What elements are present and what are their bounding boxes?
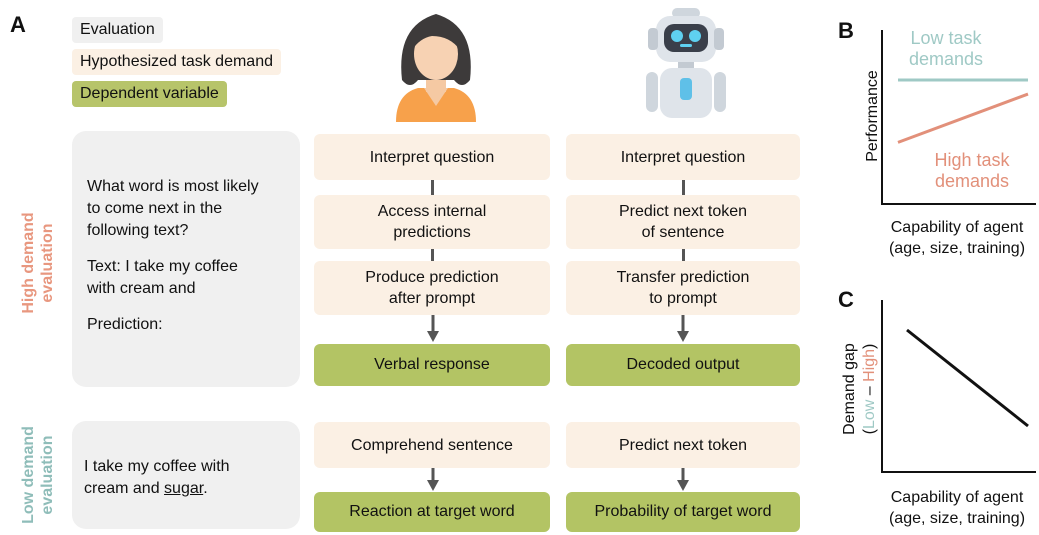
model-output-decoded: Decoded output [566, 344, 800, 386]
high-demand-prompt-box [72, 131, 300, 387]
prompt-line: to come next in the [87, 200, 223, 217]
high-demand-label-line2: evaluation [39, 223, 56, 303]
human-output-reaction: Reaction at target word [314, 492, 550, 532]
arrow-down-icon [677, 315, 689, 342]
prompt-line-prefix: cream and [84, 480, 165, 497]
panel-b-xlabel-line2: (age, size, training) [888, 240, 1026, 257]
low-demand-label-line2: evaluation [39, 435, 56, 515]
panel-c-ylabel-sub: (Low – High) [861, 343, 878, 435]
panel-b-letter: B [838, 18, 854, 43]
panel-c-ylabel-high: High [861, 348, 878, 382]
panel-c-xlabel: Capability of agent (age, size, training… [874, 487, 1039, 529]
model-output-probability: Probability of target word [566, 492, 800, 532]
model-step-predict-token: Predict next token [566, 422, 800, 468]
woman-avatar-icon [396, 14, 476, 122]
connector [682, 249, 685, 261]
prompt-line: Text: I take my coffee [87, 258, 238, 275]
prompt-line: Prediction: [87, 316, 163, 333]
human-output-verbal: Verbal response [314, 344, 550, 386]
prompt-line: with cream and [87, 280, 196, 297]
high-demand-series-label-line1: High task [934, 150, 1010, 170]
low-demand-series-label: Low task demands [886, 28, 1006, 70]
demand-gap-line [906, 328, 1029, 428]
panel-c-ylabel-low: Low [861, 399, 878, 430]
high-demand-label: High demand evaluation [19, 203, 57, 323]
panel-b-chart [881, 30, 1036, 205]
panel-c-xlabel-line1: Capability of agent [890, 489, 1024, 506]
arrow-down-icon [427, 468, 439, 491]
low-demand-label: Low demand evaluation [19, 415, 57, 535]
human-step-interpret: Interpret question [314, 134, 550, 180]
prompt-line: following text? [87, 222, 189, 239]
human-step-comprehend: Comprehend sentence [314, 422, 550, 468]
connector [431, 249, 434, 261]
arrow-down-icon [677, 468, 689, 491]
low-demand-series-label-line1: Low task [910, 28, 982, 48]
prompt-line: I take my coffee with [84, 458, 230, 475]
prompt-line: cream and sugar. [84, 478, 294, 500]
panel-c-chart [881, 300, 1036, 473]
low-demand-series-label-line2: demands [908, 49, 984, 69]
panel-c-ylabel-main: Demand gap [841, 343, 858, 435]
connector [431, 180, 434, 195]
panel-c-xlabel-line2: (age, size, training) [888, 510, 1026, 527]
high-demand-line [897, 92, 1029, 144]
model-step-predict: Predict next token of sentence [566, 195, 800, 249]
panel-c-ylabel: Demand gap (Low – High) [840, 314, 882, 464]
target-word: sugar [164, 480, 204, 497]
panel-b-xlabel: Capability of agent (age, size, training… [874, 217, 1039, 259]
legend-dependent-variable: Dependent variable [72, 81, 227, 107]
low-demand-prompt-box [72, 421, 300, 529]
high-demand-series-label-line2: demands [934, 171, 1010, 191]
arrow-down-icon [427, 315, 439, 342]
prompt-line-suffix: . [203, 480, 208, 497]
legend-task-demand: Hypothesized task demand [72, 49, 281, 75]
panel-c-ylabel-dash: – [861, 381, 878, 400]
low-demand-prompt-text: I take my coffee with cream and sugar. [84, 456, 294, 500]
robot-icon [646, 8, 726, 118]
model-step-transfer: Transfer prediction to prompt [566, 261, 800, 315]
high-demand-label-line1: High demand [20, 212, 37, 314]
panel-a-letter: A [10, 12, 26, 37]
panel-c-letter: C [838, 287, 854, 312]
prompt-line: What word is most likely [87, 178, 259, 195]
high-demand-prompt-text: What word is most likely to come next in… [87, 176, 297, 336]
human-step-produce: Produce prediction after prompt [314, 261, 550, 315]
low-demand-label-line1: Low demand [20, 426, 37, 524]
high-demand-series-label: High task demands [912, 150, 1032, 192]
legend-evaluation: Evaluation [72, 17, 163, 43]
connector [682, 180, 685, 195]
model-step-interpret: Interpret question [566, 134, 800, 180]
human-step-access: Access internal predictions [314, 195, 550, 249]
panel-b-xlabel-line1: Capability of agent [890, 219, 1024, 236]
